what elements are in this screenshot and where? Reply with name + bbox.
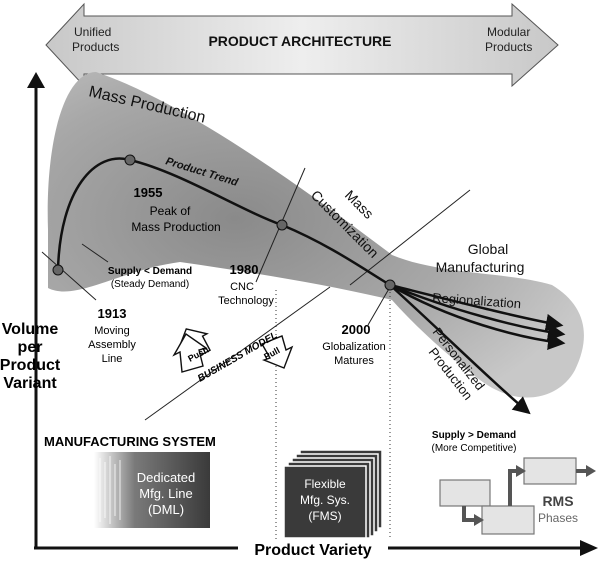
supply-high-main: Supply > Demand xyxy=(432,430,516,441)
milestone-2000-line1: Globalization xyxy=(322,341,386,353)
global-label: Global xyxy=(468,241,508,257)
y-axis xyxy=(27,72,45,548)
y-axis-label-line2: per xyxy=(18,339,43,356)
fms-line2: Mfg. Sys. xyxy=(300,493,350,507)
modular-label-line2: Products xyxy=(485,40,532,54)
phase-boundary-3 xyxy=(349,189,471,286)
global-manufacturing-label: Manufacturing xyxy=(436,259,525,275)
supply-low-sub: (Steady Demand) xyxy=(111,279,189,290)
milestone-dot-1955 xyxy=(124,154,136,166)
supply-low-main: Supply < Demand xyxy=(108,266,192,277)
regionalization-arrow-2 xyxy=(389,283,566,341)
milestone-1913-year: 1913 xyxy=(98,306,127,321)
y-axis-label-line3: Product xyxy=(0,357,61,374)
leader-1913 xyxy=(41,251,97,301)
milestone-dot-1980 xyxy=(276,219,288,231)
pull-arrow-box xyxy=(260,335,294,369)
dml-line3: (DML) xyxy=(148,502,184,517)
production-envelope xyxy=(47,72,584,398)
milestone-1980-year: 1980 xyxy=(230,262,259,277)
phase-boundary-1 xyxy=(144,286,331,421)
product-trend-curve xyxy=(56,157,391,287)
fms-line1: Flexible xyxy=(304,477,346,491)
unified-label-line1: Unified xyxy=(74,25,111,39)
regionalization-arrow-3 xyxy=(389,283,566,351)
regionalization-label: Regionalization xyxy=(432,290,522,311)
milestone-1980-line1: CNC xyxy=(230,281,254,293)
leader-2000 xyxy=(367,286,391,326)
milestone-1913-line3: Line xyxy=(102,353,123,365)
manufacturing-system-title: MANUFACTURING SYSTEM xyxy=(44,434,216,449)
milestone-dot-1913 xyxy=(52,264,64,276)
milestone-dot-2000 xyxy=(384,279,396,291)
personalized-arrow xyxy=(389,284,531,415)
modular-label-line1: Modular xyxy=(487,25,530,39)
milestone-1913-line2: Assembly xyxy=(88,339,136,351)
rms-phases-label: Phases xyxy=(538,511,578,525)
product-architecture-title: PRODUCT ARCHITECTURE xyxy=(208,33,391,49)
milestone-1955-line2: Mass Production xyxy=(131,220,220,234)
unified-label-line2: Products xyxy=(72,40,119,54)
y-axis-label-line4: Variant xyxy=(3,375,57,392)
x-axis-label: Product Variety xyxy=(254,542,371,559)
rms-phases xyxy=(439,457,596,535)
milestone-2000-year: 2000 xyxy=(342,322,371,337)
push-arrow-box xyxy=(172,332,208,373)
dml-line1: Dedicated xyxy=(137,470,196,485)
y-axis-label-line1: Volume xyxy=(2,321,59,338)
dml-line2: Mfg. Line xyxy=(139,486,192,501)
rms-title: RMS xyxy=(542,493,573,509)
milestone-1955-line1: Peak of xyxy=(150,204,191,218)
supply-high-sub: (More Competitive) xyxy=(431,443,516,454)
phase-boundary-4 xyxy=(81,243,109,263)
milestone-1980-line2: Technology xyxy=(218,295,274,307)
milestone-1955-year: 1955 xyxy=(134,185,163,200)
milestone-1913-line1: Moving xyxy=(94,325,129,337)
regionalization-arrow-1 xyxy=(389,283,564,332)
dml-block xyxy=(94,452,210,528)
milestone-2000-line2: Matures xyxy=(334,355,374,367)
fms-stack xyxy=(283,449,383,539)
fms-line3: (FMS) xyxy=(308,509,341,523)
